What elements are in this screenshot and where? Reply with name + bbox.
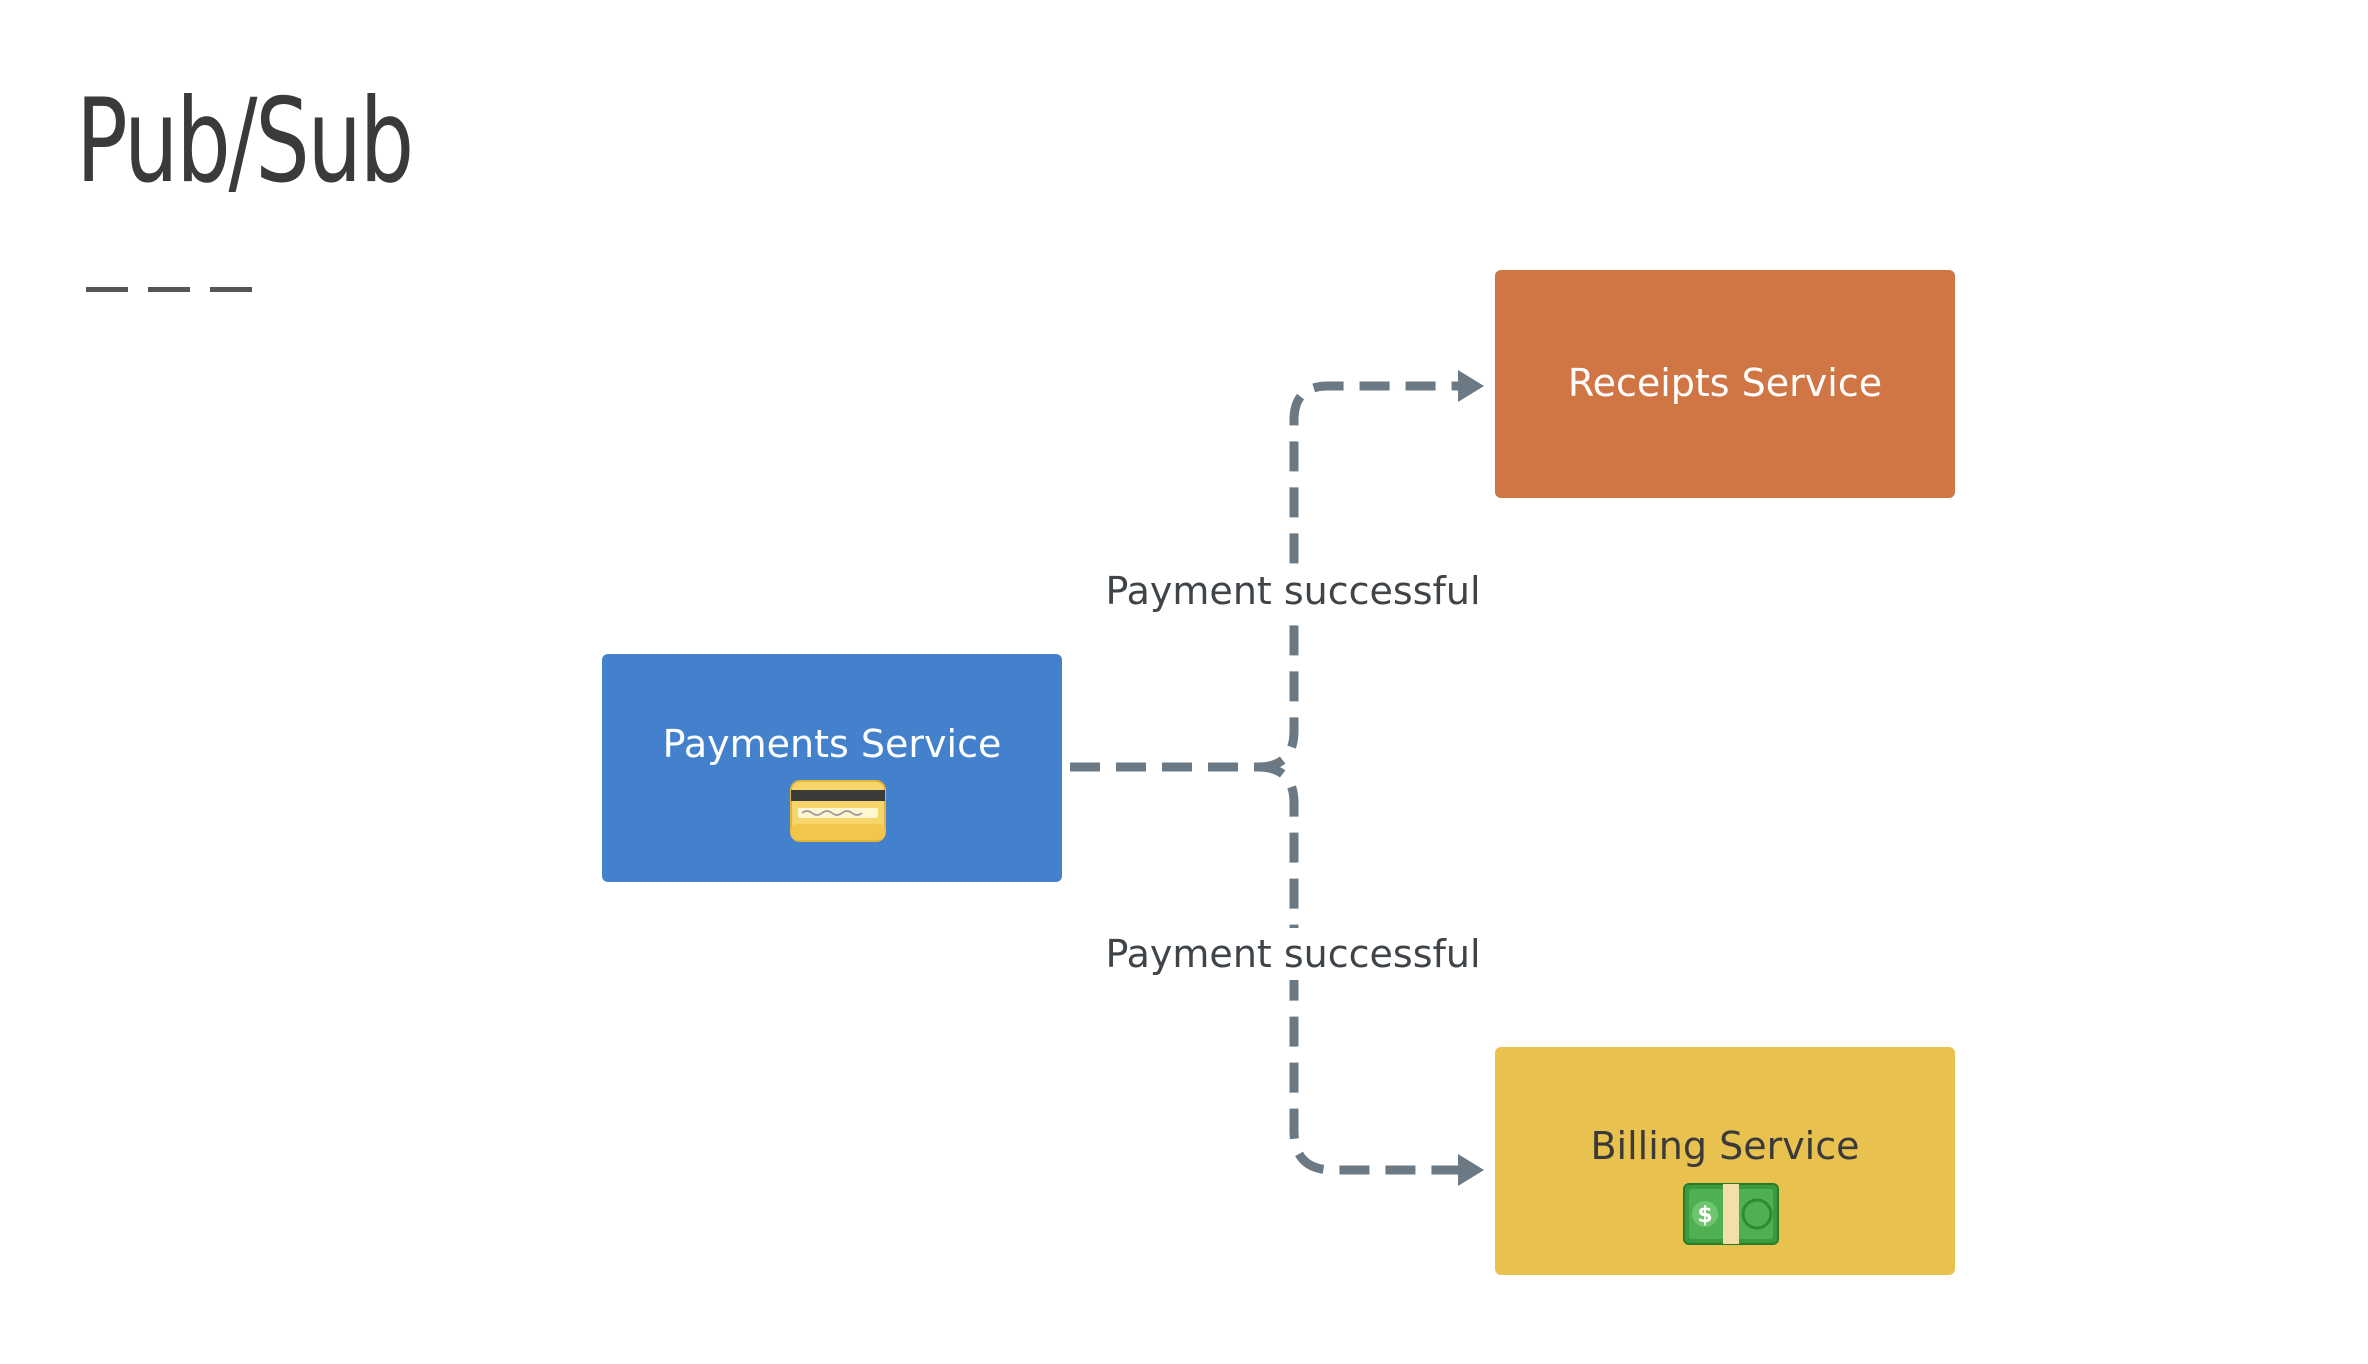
edge-label-payment-to-receipts: Payment successful [1083,565,1503,617]
slide-title: Pub/Sub [76,74,414,209]
dollar-banknote-icon: $ [1683,1182,1779,1245]
arrowhead-billing [1458,1154,1484,1186]
payments-service-label: Payments Service [662,722,1002,767]
credit-card-icon [790,779,886,842]
title-underline [86,287,252,292]
connector-to-billing [1070,762,1462,1175]
edge-label-payment-to-billing: Payment successful [1083,928,1503,980]
billing-service-label: Billing Service [1590,1124,1860,1169]
arrowhead-receipts [1458,370,1484,402]
billing-service-node: Billing Service $ [1495,1047,1955,1275]
receipts-service-node: Receipts Service [1495,270,1955,498]
payments-service-node: Payments Service [602,654,1062,882]
svg-text:$: $ [1697,1203,1712,1228]
receipts-service-label: Receipts Service [1567,361,1883,406]
